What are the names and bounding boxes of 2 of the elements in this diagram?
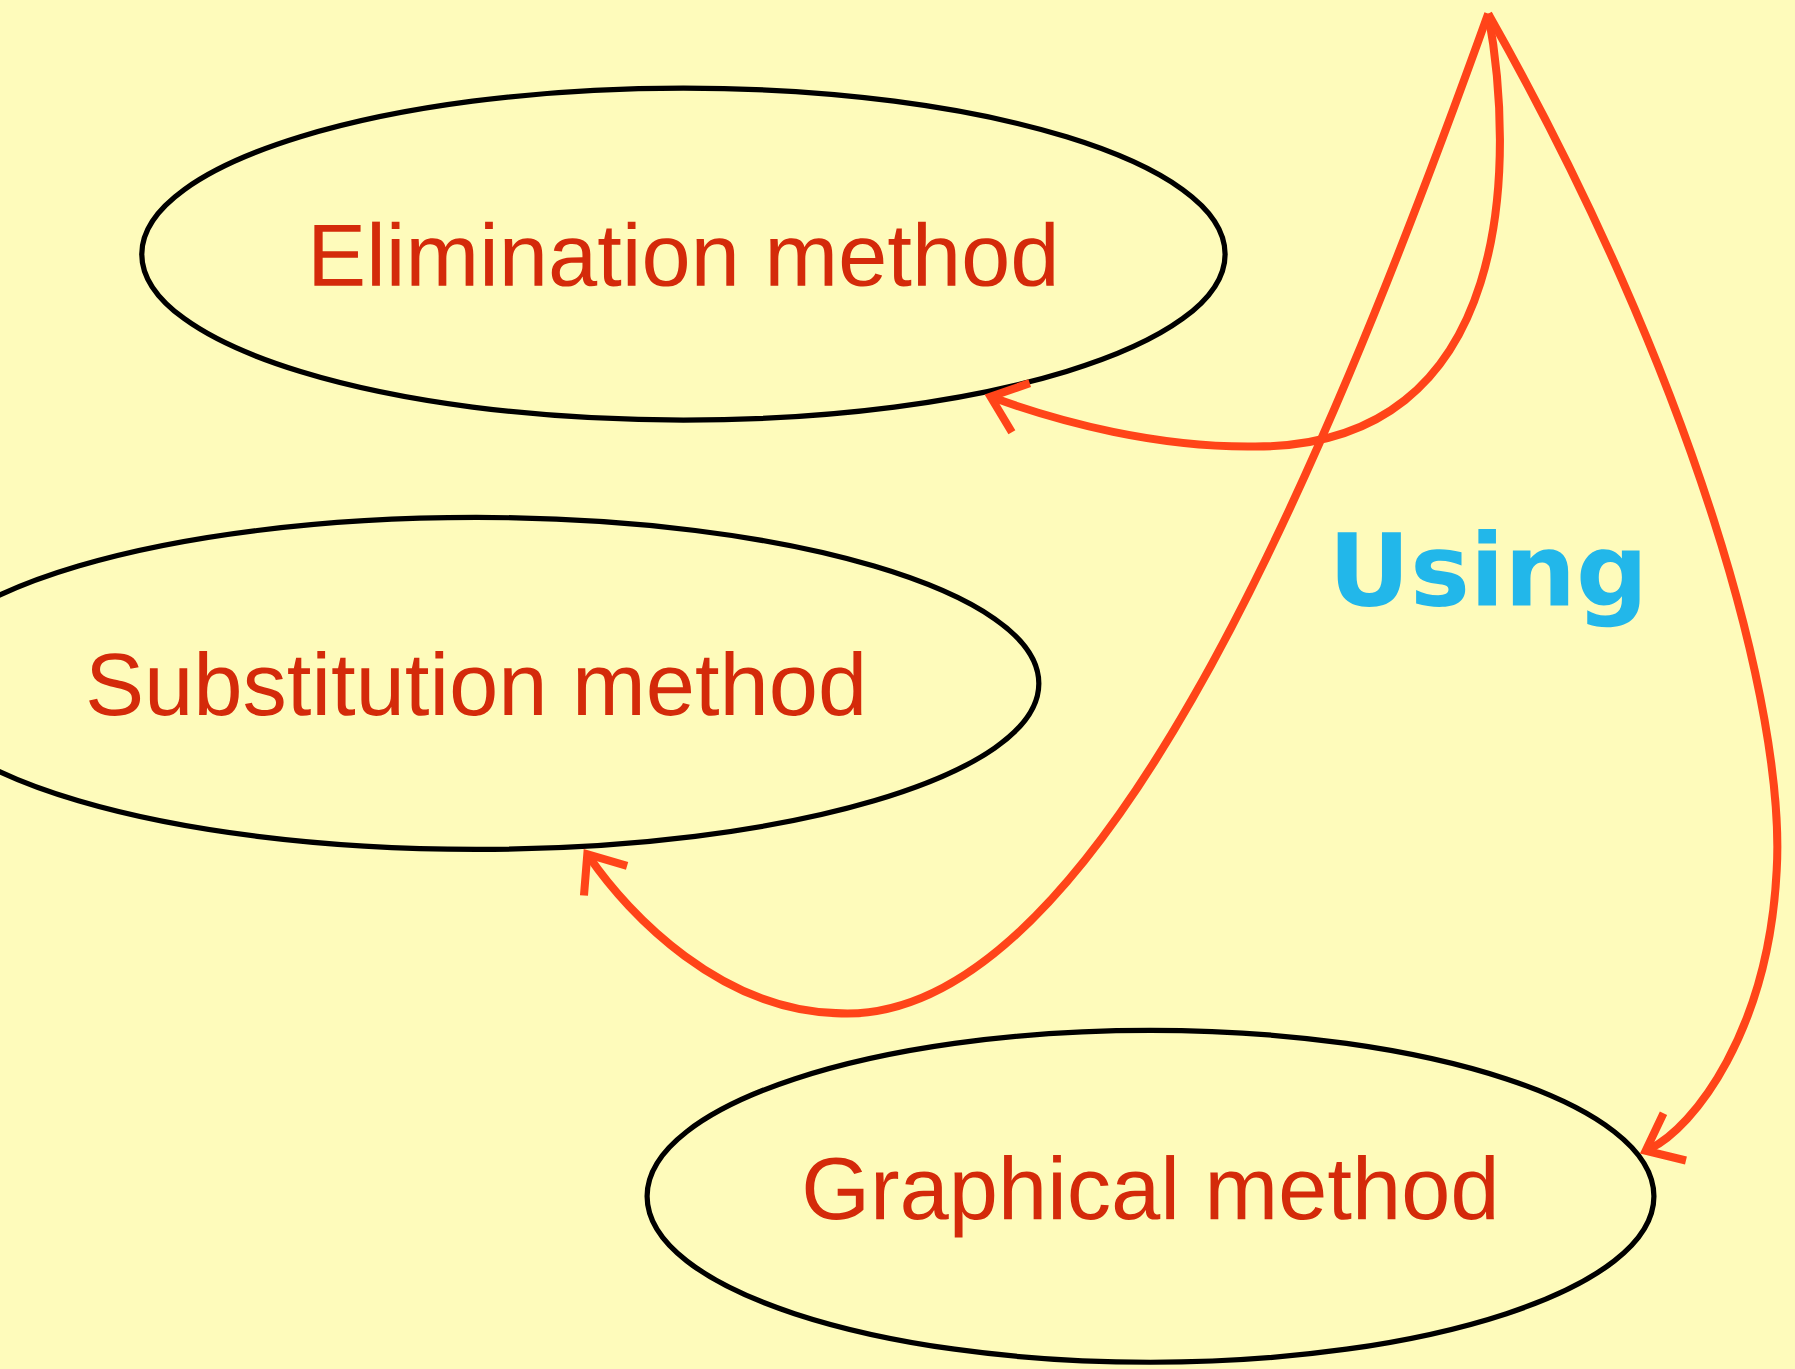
curved-arrow [579, 12, 1492, 1018]
handwritten-label: Using [1337, 529, 1640, 628]
